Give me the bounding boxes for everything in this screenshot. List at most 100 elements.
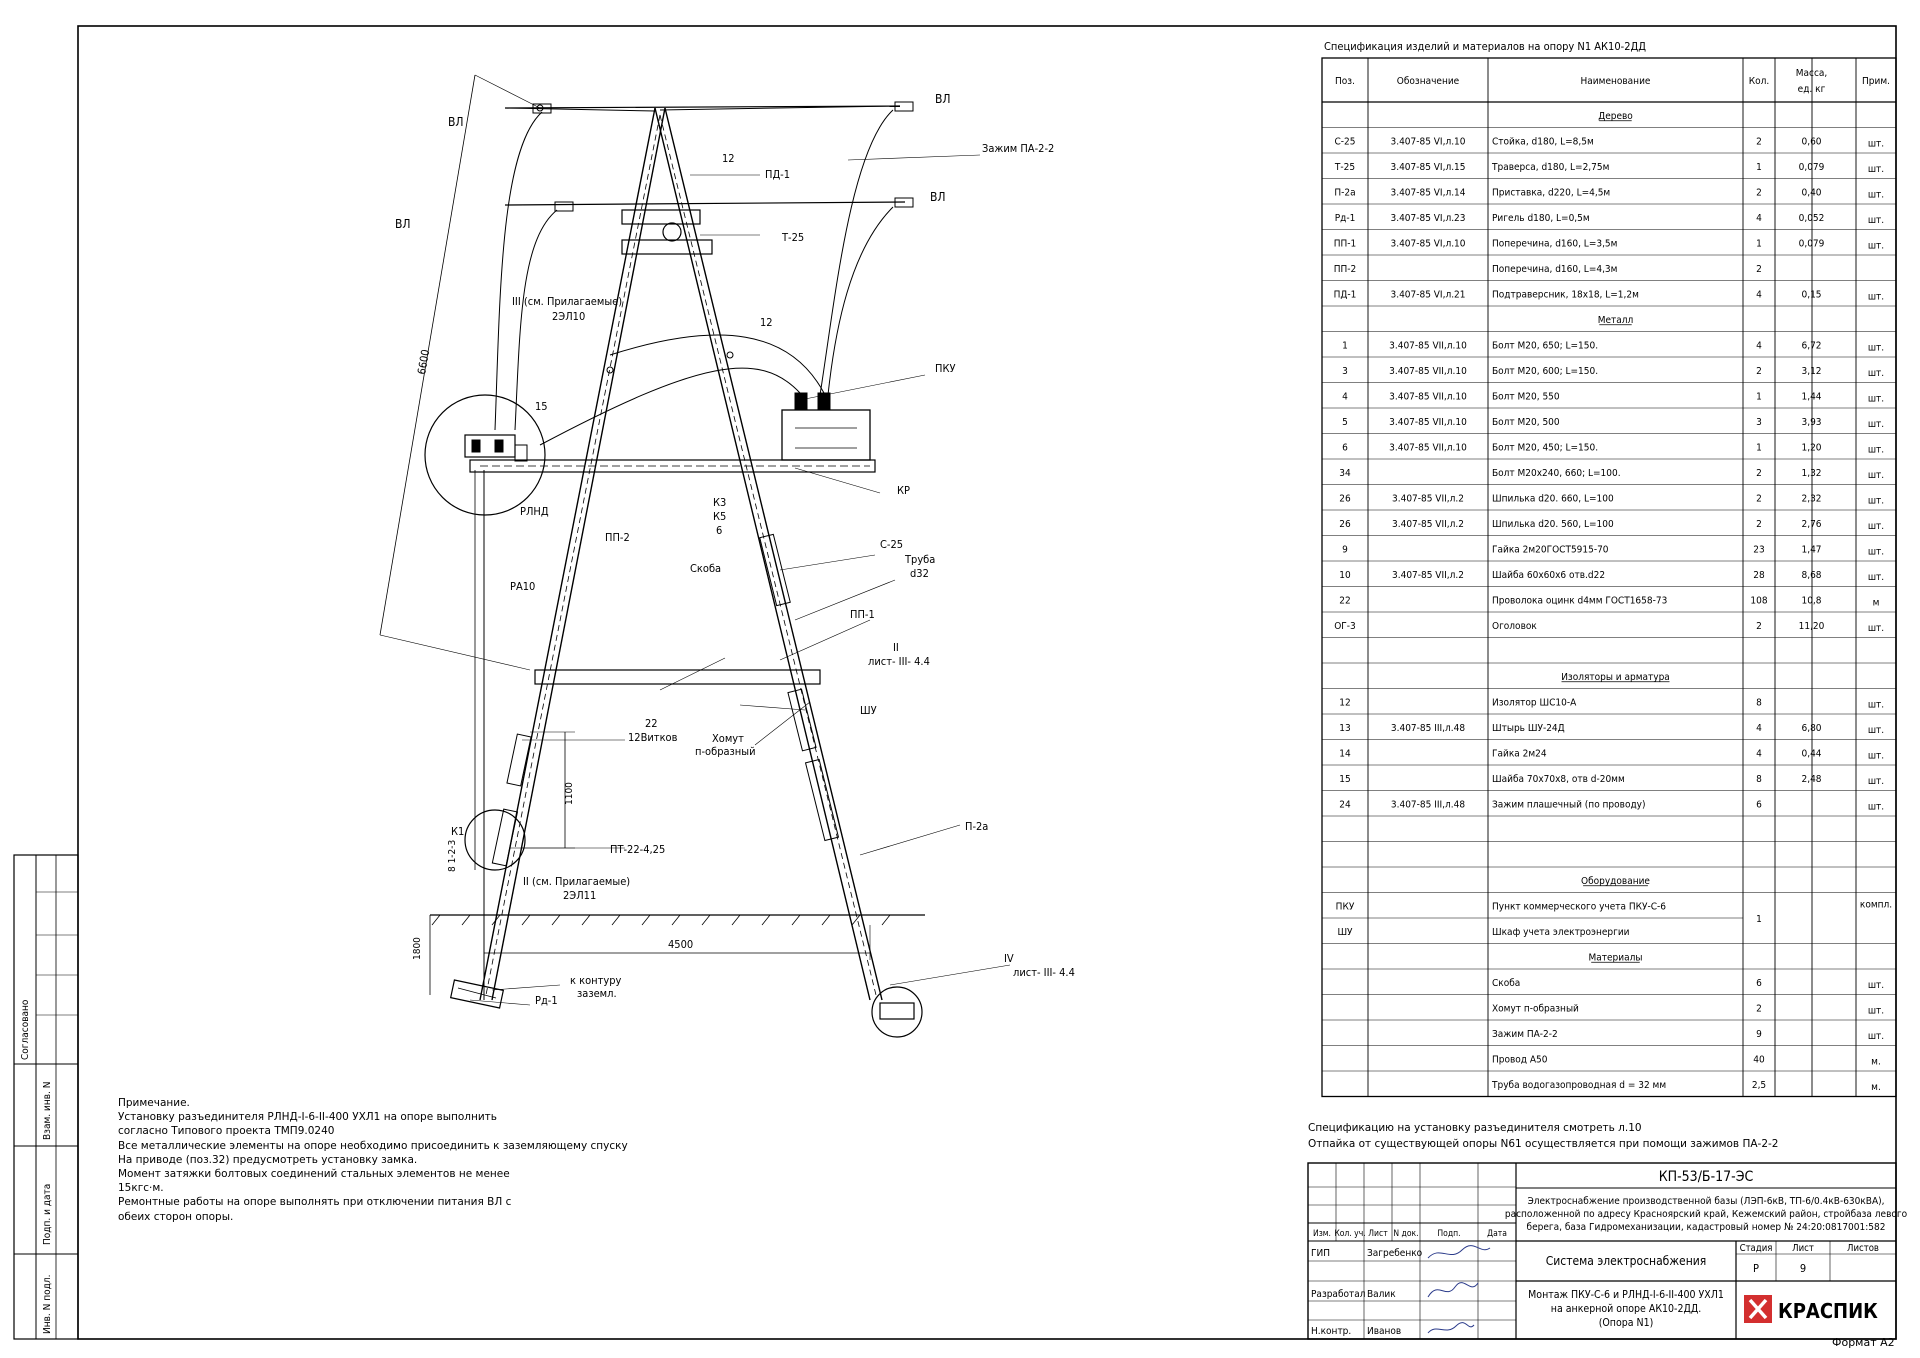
spec-cell-note: шт. xyxy=(1868,470,1884,481)
spec-cell-pos: 3 xyxy=(1342,366,1348,377)
side-stamp: Согласовано Взам. инв. N Подп. и дата Ин… xyxy=(13,854,79,1340)
dim-1100: 1100 xyxy=(564,782,575,805)
spec-cell-designation: 3.407-85 VI,л.15 xyxy=(1390,162,1465,173)
spec-cell-note: шт. xyxy=(1868,393,1884,404)
note-line: На приводе (поз.32) предусмотреть устано… xyxy=(118,1153,418,1166)
spec-cell-note: шт. xyxy=(1868,623,1884,634)
spec-cell-pos: 34 xyxy=(1339,468,1351,479)
spec-cell-qty: 4 xyxy=(1756,289,1762,300)
spec-cell-name: Болт М20, 650; L=150. xyxy=(1492,340,1598,351)
note-line: 15кгс·м. xyxy=(118,1182,164,1195)
spec-cell-designation: 3.407-85 VII,л.2 xyxy=(1392,570,1464,581)
label-iv: IV xyxy=(1004,952,1014,965)
spec-cell-qty: 4 xyxy=(1756,723,1762,734)
label-truba: Труба xyxy=(904,553,935,566)
spec-cell-note: шт. xyxy=(1868,980,1884,991)
sheet-note-1: Спецификацию на установку разъединителя … xyxy=(1308,1122,1642,1134)
spec-cell-name: Скоба xyxy=(1492,977,1520,989)
col-ndok: N док. xyxy=(1393,1229,1418,1239)
label-c25: С-25 xyxy=(880,538,903,551)
label-n15: 15 xyxy=(535,400,548,413)
label-k6: 6 xyxy=(716,524,722,537)
note-line: обеих сторон опоры. xyxy=(118,1210,234,1223)
spec-cell-mass: 0,40 xyxy=(1801,187,1821,198)
spec-cell-note: шт. xyxy=(1868,342,1884,353)
spec-cell-designation: 3.407-85 III,л.48 xyxy=(1391,723,1465,734)
spec-header-pos: Поз. xyxy=(1335,76,1355,87)
label-clamp: Зажим ПА-2-2 xyxy=(982,142,1054,155)
traverse-t25 xyxy=(621,209,701,225)
wire-clamp-2 xyxy=(554,201,574,212)
spec-cell-name: Болт М20, 500 xyxy=(1492,417,1560,428)
label-ii: II xyxy=(893,641,899,654)
spec-cell-pos: ШУ xyxy=(1337,927,1353,938)
stamp-podp: Подп. и дата xyxy=(42,1184,53,1245)
spec-cell-qty: 2,5 xyxy=(1752,1080,1766,1091)
spec-section-title: Металл xyxy=(1598,315,1634,326)
pku-box xyxy=(781,409,871,461)
label-vl-left-top: ВЛ xyxy=(448,115,464,129)
label-pd1: ПД-1 xyxy=(765,168,790,181)
wire-clamp-3 xyxy=(894,101,914,112)
label-k3: К3 xyxy=(713,496,726,509)
note-line: согласно Типового проекта ТМП9.0240 xyxy=(118,1125,335,1138)
spec-cell-note: шт. xyxy=(1868,419,1884,430)
spec-cell-name: Поперечина, d160, L=3,5м xyxy=(1492,238,1617,249)
label-pt: ПТ-22-4,25 xyxy=(610,843,665,856)
label-vl-right-mid: ВЛ xyxy=(930,190,946,204)
label-ref3-b: 2ЭЛ10 xyxy=(552,310,585,323)
spec-cell-pos: ПКУ xyxy=(1336,901,1355,912)
spec-cell-qty: 6 xyxy=(1756,978,1762,989)
spec-cell-designation: 3.407-85 VII,л.10 xyxy=(1389,417,1467,428)
spec-cell-mass: 1,47 xyxy=(1801,544,1821,555)
spec-cell-designation: 3.407-85 VII,л.10 xyxy=(1389,366,1467,377)
spec-cell-note: шт. xyxy=(1868,215,1884,226)
pole-drawing xyxy=(379,74,1011,1038)
dim-6600: 6600 xyxy=(415,348,432,375)
sheet-value: 9 xyxy=(1800,1262,1806,1275)
spec-cell-mass: 1,44 xyxy=(1801,391,1821,402)
spec-cell-pos: 6 xyxy=(1342,442,1348,453)
spec-cell-mass: 6,72 xyxy=(1801,340,1821,351)
spec-cell-note: шт. xyxy=(1868,572,1884,583)
doc-code: КП-53/Б-17-ЭС xyxy=(1659,1169,1754,1185)
spec-cell-qty: 2 xyxy=(1756,366,1762,377)
spec-cell-name: Зажим ПА-2-2 xyxy=(1492,1029,1558,1040)
stamp-inv: Инв. N подл. xyxy=(42,1275,53,1334)
label-n12b: 12 xyxy=(760,316,773,329)
spec-cell-name: Гайка 2м24 xyxy=(1492,748,1547,759)
label-n12a: 12 xyxy=(722,152,735,165)
spec-cell-name: Болт М20, 550 xyxy=(1492,391,1560,402)
spec-cell-name: Ригель d180, L=0,5м xyxy=(1492,213,1590,224)
spec-header-mass-unit: ед. кг xyxy=(1798,84,1826,95)
spec-cell-pos: П-2а xyxy=(1334,187,1355,198)
spec-cell-pos: ПД-1 xyxy=(1334,289,1357,300)
spec-cell-qty: 108 xyxy=(1750,595,1767,606)
signature-razrab xyxy=(1427,1282,1479,1298)
spec-cell-mass: 2,76 xyxy=(1801,519,1821,530)
spec-cell-note: шт. xyxy=(1868,1031,1884,1042)
format-label: Формат А2 xyxy=(1832,1336,1895,1349)
role-razrab: Разработал xyxy=(1311,1288,1366,1300)
spec-cell-name: Шайба 60х60х6 отв.d22 xyxy=(1492,569,1605,581)
dim-1800: 1800 xyxy=(412,937,423,960)
spec-cell-qty: 2 xyxy=(1756,519,1762,530)
stamp-vzam: Взам. инв. N xyxy=(42,1082,53,1140)
wire-node xyxy=(536,104,544,112)
spec-cell-qty: 9 xyxy=(1756,1029,1762,1040)
spec-cell-designation: 3.407-85 VII,л.2 xyxy=(1392,493,1464,504)
label-pku: ПКУ xyxy=(935,362,956,375)
spec-cell-designation: 3.407-85 VI,л.23 xyxy=(1390,213,1465,224)
spec-cell-qty: 3 xyxy=(1756,417,1762,428)
doc-desc-3: берега, база Гидромеханизации, кадастров… xyxy=(1527,1221,1886,1233)
spec-cell-pos: 13 xyxy=(1339,723,1350,734)
note-line: Примечание. xyxy=(118,1097,190,1109)
spec-cell-pos: 9 xyxy=(1342,544,1348,555)
spec-cell-qty: 1 xyxy=(1756,914,1762,925)
spec-cell-mass: 3,12 xyxy=(1801,366,1821,377)
spec-cell-name: Шайба 70х70х8, отв d-20мм xyxy=(1492,773,1625,785)
spec-cell-pos: 14 xyxy=(1339,748,1351,759)
spec-cell-name: Шпилька d20. 660, L=100 xyxy=(1492,493,1614,504)
spec-section-title: Материалы xyxy=(1589,952,1643,963)
